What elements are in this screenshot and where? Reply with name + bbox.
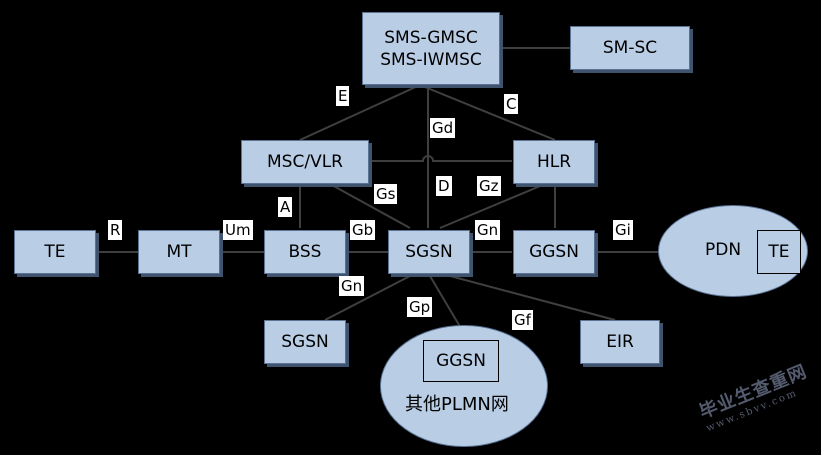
node-sm-sc: SM-SC xyxy=(570,26,690,70)
node-sms-gmsc: SMS-GMSC SMS-IWMSC xyxy=(362,12,500,85)
node-ggsn-label: GGSN xyxy=(529,242,579,262)
node-bss: BSS xyxy=(264,230,346,274)
link-sgsn-eir xyxy=(449,275,616,321)
node-bss-label: BSS xyxy=(288,242,322,262)
iface-label-gb: Gb xyxy=(350,220,376,240)
iface-label-a: A xyxy=(278,197,293,217)
node-sm-sc-label: SM-SC xyxy=(602,38,658,58)
node-ggsn: GGSN xyxy=(513,230,595,274)
node-other-plmn-ggsn-label: GGSN xyxy=(436,351,486,371)
node-sms-gmsc-line2: SMS-IWMSC xyxy=(380,49,482,70)
iface-label-gp: Gp xyxy=(407,297,433,317)
iface-label-e: E xyxy=(336,86,350,106)
iface-label-gi: Gi xyxy=(613,220,633,240)
iface-label-gs: Gs xyxy=(374,184,398,204)
iface-label-gd: Gd xyxy=(430,118,456,138)
link-hlr-sgsn xyxy=(439,183,546,229)
node-hlr-label: HLR xyxy=(536,152,572,172)
node-sms-gmsc-line1: SMS-GMSC xyxy=(384,27,478,48)
link-sgsn-sgsn xyxy=(324,275,411,321)
node-eir-label: EIR xyxy=(606,332,634,352)
node-pdn: PDN TE xyxy=(658,205,808,297)
node-sgsn-label: SGSN xyxy=(405,242,453,262)
iface-label-d: D xyxy=(436,176,452,196)
link-smsgmsc-msc xyxy=(299,84,421,141)
link-sgsn-plmn xyxy=(429,275,463,331)
node-msc-vlr: MSC/VLR xyxy=(241,140,369,184)
iface-label-gn-bottom: Gn xyxy=(339,276,365,296)
iface-label-c: C xyxy=(504,94,519,114)
node-mt: MT xyxy=(138,230,220,274)
node-hlr: HLR xyxy=(513,140,595,184)
node-sgsn-other-label: SGSN xyxy=(281,332,329,352)
link-msc-hlr xyxy=(370,155,512,162)
iface-label-r: R xyxy=(108,220,123,240)
node-sgsn: SGSN xyxy=(388,230,470,274)
node-other-plmn-ggsn: GGSN xyxy=(423,340,499,382)
iface-label-gf: Gf xyxy=(512,310,533,330)
node-pdn-te-label: TE xyxy=(768,242,790,262)
link-msc-sgsn xyxy=(329,183,411,229)
link-smsgmsc-hlr xyxy=(419,84,556,141)
iface-label-um: Um xyxy=(223,220,253,240)
node-te-label: TE xyxy=(44,242,66,262)
node-sgsn-other: SGSN xyxy=(264,320,346,364)
node-mt-label: MT xyxy=(166,242,192,262)
node-pdn-label: PDN xyxy=(705,240,742,260)
node-eir: EIR xyxy=(580,320,660,364)
iface-label-gn-top: Gn xyxy=(475,220,501,240)
node-other-plmn: GGSN 其他PLMN网 xyxy=(380,325,548,447)
node-te: TE xyxy=(14,230,96,274)
iface-label-gz: Gz xyxy=(477,176,501,196)
node-other-plmn-label: 其他PLMN网 xyxy=(405,394,509,415)
node-pdn-te: TE xyxy=(757,230,801,274)
node-msc-vlr-label: MSC/VLR xyxy=(267,152,343,172)
